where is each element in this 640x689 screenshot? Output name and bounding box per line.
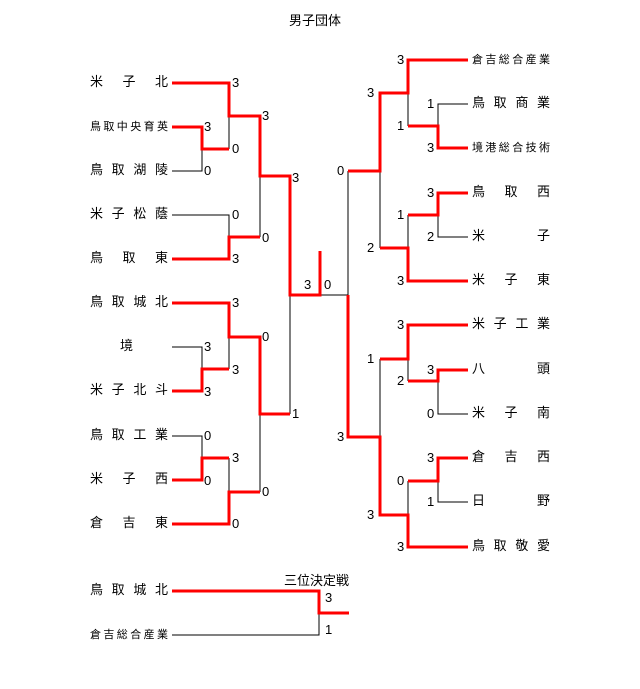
score: 1 (427, 494, 435, 509)
score: 3 (232, 295, 240, 310)
final-score-right: 0 (324, 277, 332, 292)
winner-lines (172, 58, 468, 615)
third-place-team-2: 倉吉総合産業 (90, 628, 168, 641)
score: 3 (204, 119, 212, 134)
score: 2 (397, 373, 405, 388)
score: 3 (232, 450, 240, 465)
score: 3 (397, 317, 405, 332)
score: 0 (232, 516, 240, 531)
score: 3 (427, 185, 435, 200)
score: 2 (367, 240, 375, 255)
loser-lines (172, 93, 468, 636)
score: 0 (204, 163, 212, 178)
team-left-8: 米子北斗 (90, 383, 168, 398)
team-left-6: 鳥取城北 (90, 295, 168, 310)
team-right-1: 倉吉総合産業 (472, 53, 550, 66)
score: 3 (427, 450, 435, 465)
third-place-team-1: 鳥取城北 (90, 583, 168, 598)
score: 3 (232, 362, 240, 377)
score: 1 (427, 96, 435, 111)
team-right-2: 鳥取商業 (472, 96, 550, 111)
score: 0 (397, 473, 405, 488)
team-right-8: 八頭 (472, 362, 550, 377)
score: 3 (232, 75, 240, 90)
score: 0 (232, 207, 240, 222)
score: 3 (204, 339, 212, 354)
score: 3 (397, 539, 405, 554)
score: 1 (397, 118, 405, 133)
score: 3 (397, 273, 405, 288)
bracket-title: 男子団体 (289, 14, 342, 29)
team-right-7: 米子工業 (472, 317, 550, 332)
final-score-left: 3 (304, 277, 312, 292)
team-right-5: 米子 (472, 229, 550, 244)
score: 3 (367, 85, 375, 100)
score: 3 (397, 52, 405, 67)
score: 0 (204, 473, 212, 488)
third-place-score-1: 3 (325, 590, 333, 605)
score: 2 (427, 229, 435, 244)
score: 0 (262, 484, 270, 499)
score: 0 (427, 406, 435, 421)
team-right-9: 米子南 (472, 406, 550, 421)
team-left-9: 鳥取工業 (90, 428, 168, 443)
score: 3 (427, 362, 435, 377)
team-right-4: 鳥取西 (472, 185, 550, 200)
score: 1 (292, 406, 300, 421)
team-left-7: 境 (120, 339, 134, 354)
score: 0 (232, 141, 240, 156)
team-right-6: 米子東 (472, 273, 550, 288)
team-left-1: 米子北 (90, 75, 168, 90)
third-place-score-2: 1 (325, 622, 333, 637)
score: 0 (262, 329, 270, 344)
score: 3 (262, 108, 270, 123)
score: 3 (427, 140, 435, 155)
team-left-4: 米子松蔭 (90, 207, 168, 222)
team-left-2: 鳥取中央育英 (90, 120, 168, 133)
score: 3 (232, 251, 240, 266)
team-right-11: 日野 (472, 494, 550, 509)
team-left-5: 鳥取東 (90, 251, 168, 266)
team-left-3: 鳥取湖陵 (90, 163, 168, 178)
score: 3 (337, 429, 345, 444)
score: 3 (204, 384, 212, 399)
score: 0 (262, 230, 270, 245)
score: 1 (397, 207, 405, 222)
score: 0 (204, 428, 212, 443)
third-place-title: 三位決定戦 (284, 574, 350, 589)
team-left-11: 倉吉東 (90, 516, 168, 531)
score: 3 (292, 170, 300, 185)
team-right-10: 倉吉西 (472, 450, 550, 465)
score: 1 (367, 351, 375, 366)
score: 0 (337, 163, 345, 178)
team-right-3: 境港総合技術 (472, 141, 550, 154)
team-right-12: 鳥取敬愛 (472, 539, 550, 554)
score: 3 (367, 507, 375, 522)
team-left-10: 米子西 (90, 472, 168, 487)
